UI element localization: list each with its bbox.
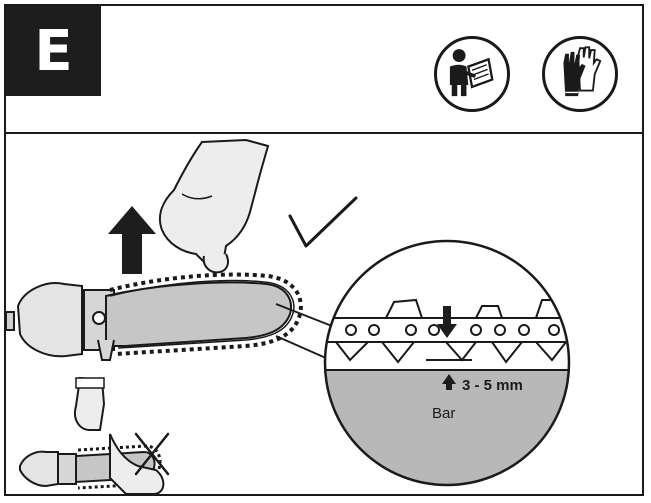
correct-check-mark <box>288 196 358 248</box>
gap-up-arrow <box>442 374 456 390</box>
lift-up-arrow <box>108 206 156 274</box>
gloved-hand-lifting-chain <box>158 138 270 274</box>
gap-measurement-label: 3 - 5 mm <box>462 377 523 394</box>
instruction-panel: E <box>4 4 644 496</box>
incorrect-method-illustration <box>19 376 170 494</box>
zoom-detail-circle: 3 - 5 mm Bar <box>323 239 571 487</box>
panel-header: E <box>6 6 642 134</box>
sag-down-arrow <box>437 306 457 338</box>
step-letter-badge: E <box>6 6 101 96</box>
gloves-icon <box>542 36 618 112</box>
read-manual-icon <box>434 36 510 112</box>
guide-bar-with-chain <box>6 272 303 361</box>
bar-label: Bar <box>432 405 455 422</box>
incorrect-x-mark <box>134 432 170 476</box>
illustration-area: 3 - 5 mm Bar <box>6 134 642 494</box>
